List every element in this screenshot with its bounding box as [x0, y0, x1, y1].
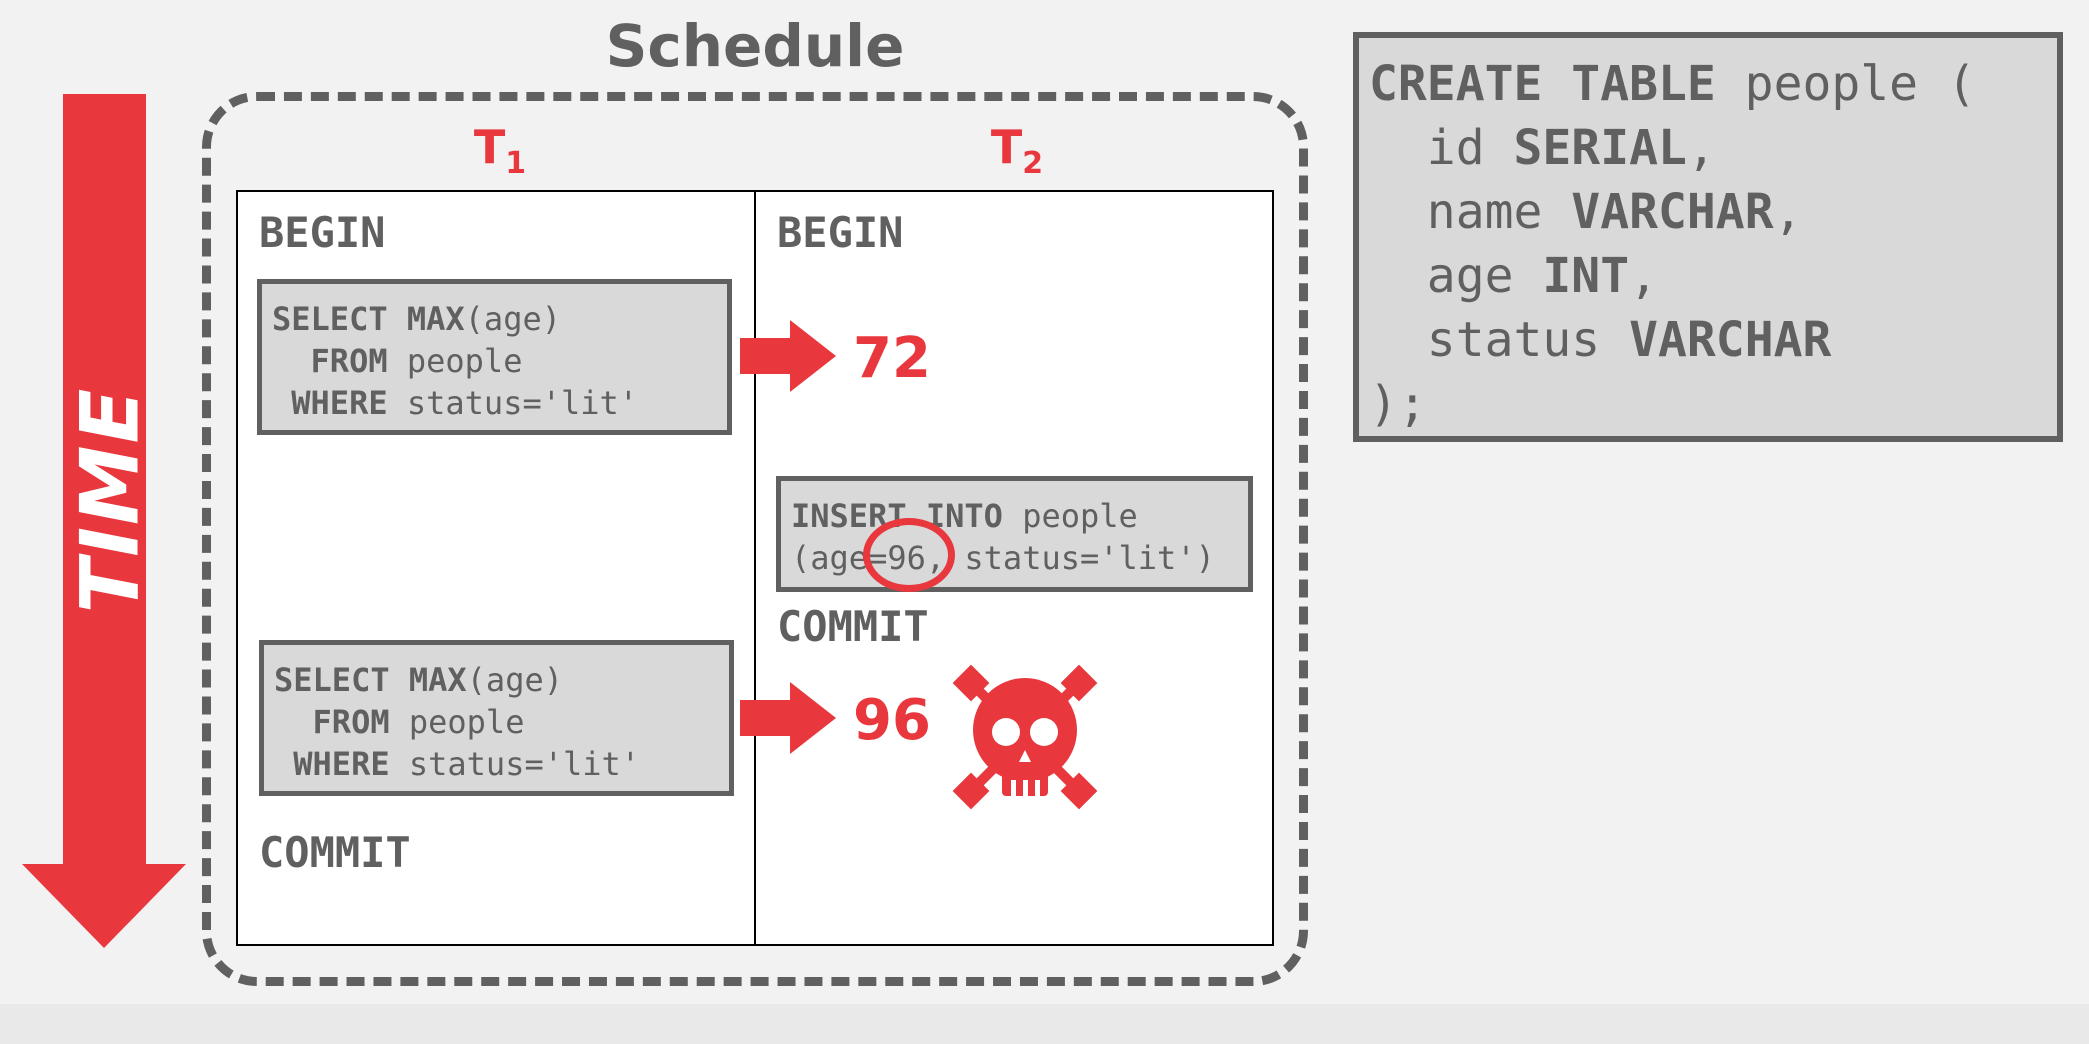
background-band: [0, 1004, 2089, 1044]
t1-header: T1: [474, 120, 526, 181]
sql-keyword: WHERE: [272, 384, 388, 422]
sql-keyword: INT: [1542, 248, 1630, 304]
schedule-title: Schedule: [605, 12, 905, 80]
highlight-circle: [863, 518, 955, 592]
time-arrow-icon: [22, 94, 186, 948]
sql-text: id: [1369, 120, 1514, 176]
sql-text: age: [1369, 248, 1543, 304]
t2-header-letter: T: [990, 120, 1023, 174]
sql-text: status='lit': [387, 384, 639, 422]
result-value-2: 96: [853, 688, 931, 753]
sql-keyword: SELECT MAX: [274, 661, 467, 699]
t2-insert-box: INSERT INTO people (age=96, status='lit'…: [776, 476, 1253, 592]
sql-text: people (: [1715, 56, 1976, 112]
sql-keyword: VARCHAR: [1629, 312, 1832, 368]
sql-text: (age=96, status='lit'): [791, 539, 1215, 577]
sql-text: people: [389, 703, 525, 741]
sql-text: (age): [466, 661, 563, 699]
t2-header: T2: [991, 120, 1043, 181]
sql-text: people: [387, 342, 523, 380]
sql-text: ,: [1629, 248, 1658, 304]
sql-keyword: WHERE: [274, 745, 390, 783]
t1-header-letter: T: [473, 120, 506, 174]
result-value-1: 72: [853, 326, 931, 391]
t1-header-sub: 1: [505, 146, 527, 181]
sql-text: ,: [1686, 120, 1716, 176]
sql-text: status='lit': [389, 745, 641, 783]
sql-keyword: FROM: [272, 342, 388, 380]
t1-select-box-1: SELECT MAX(age) FROM people WHERE status…: [257, 279, 732, 435]
time-label: TIME: [63, 386, 157, 614]
t2-commit: COMMIT: [777, 602, 929, 651]
sql-text: );: [1369, 376, 1427, 432]
t2-header-sub: 2: [1022, 146, 1044, 181]
t1-commit: COMMIT: [259, 828, 411, 877]
sql-keyword: CREATE TABLE: [1369, 56, 1716, 112]
skull-crossbones-icon: [952, 664, 1098, 810]
sql-keyword: SERIAL: [1513, 120, 1687, 176]
sql-text: people: [1002, 497, 1138, 535]
t1-select-box-2: SELECT MAX(age) FROM people WHERE status…: [259, 640, 734, 796]
sql-keyword: FROM: [274, 703, 390, 741]
sql-text: ,: [1773, 184, 1803, 240]
arrow-right-icon: [740, 682, 836, 754]
create-table-box: CREATE TABLE people ( id SERIAL, name VA…: [1353, 32, 2063, 442]
schedule-border: [202, 92, 1308, 986]
sql-keyword: SELECT MAX: [272, 300, 465, 338]
sql-text: name: [1369, 184, 1572, 240]
sql-text: (age): [464, 300, 561, 338]
sql-text: status: [1369, 312, 1630, 368]
t2-begin: BEGIN: [777, 208, 904, 257]
column-divider: [754, 190, 756, 946]
sql-keyword: VARCHAR: [1571, 184, 1774, 240]
arrow-right-icon: [740, 320, 836, 392]
t1-begin: BEGIN: [259, 208, 386, 257]
